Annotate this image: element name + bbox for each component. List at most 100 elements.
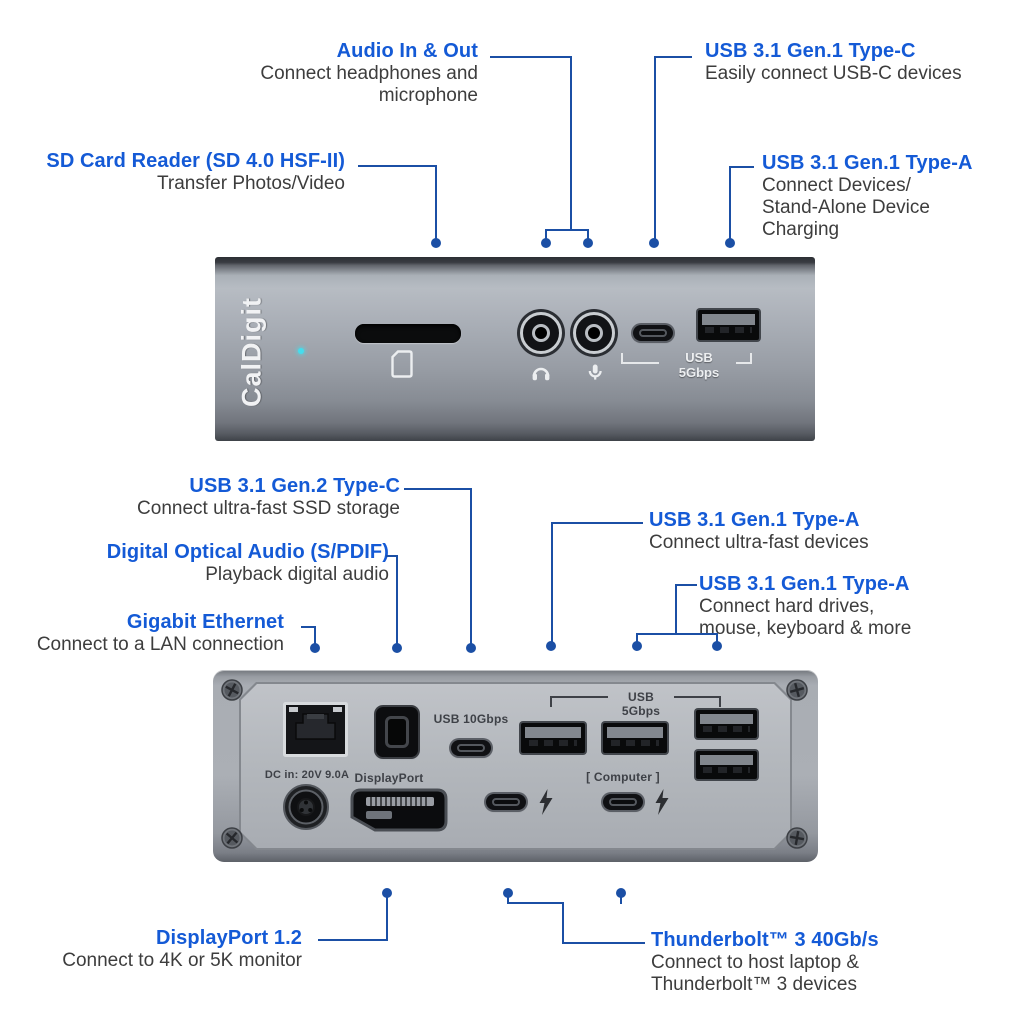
leader-dot: [392, 643, 402, 653]
label-bracket: [550, 696, 552, 707]
usb-a-port-back-1: [521, 723, 585, 753]
leader-dot: [712, 641, 722, 651]
callout-desc: Connect hard drives, mouse, keyboard & m…: [699, 596, 912, 639]
label-bracket: [719, 696, 721, 707]
callout-usb31-gen2-typec: USB 3.1 Gen.2 Type-C Connect ultra-fast …: [50, 475, 400, 520]
leader-line: [545, 229, 547, 240]
leader-dot: [725, 238, 735, 248]
usb-a-tab: [524, 726, 582, 739]
callout-audio-in-out: Audio In & Out Connect headphones and mi…: [178, 40, 478, 107]
callout-title: SD Card Reader (SD 4.0 HSF-II): [46, 150, 345, 172]
label-bracket: [736, 362, 752, 364]
label-bracket: [674, 696, 721, 698]
callout-title: DisplayPort 1.2: [155, 927, 302, 949]
leader-dot: [632, 641, 642, 651]
callout-title: Thunderbolt™ 3 40Gb/s: [651, 929, 879, 951]
callout-usb31-gen1-typec-front: USB 3.1 Gen.1 Type-C Easily connect USB-…: [705, 40, 1015, 85]
leader-line: [562, 902, 564, 944]
leader-line: [386, 555, 398, 557]
label-bracket: [550, 696, 608, 698]
leader-dot: [583, 238, 593, 248]
callout-displayport-12: DisplayPort 1.2 Connect to 4K or 5K moni…: [2, 927, 302, 972]
usb-a-tab: [606, 726, 664, 739]
callout-usb31-gen1-typea-back-2: USB 3.1 Gen.1 Type-A Connect hard drives…: [699, 573, 1009, 640]
leader-line: [435, 165, 437, 240]
callout-desc: Connect Devices/ Stand-Alone Device Char…: [762, 175, 930, 240]
leader-dot: [431, 238, 441, 248]
headphone-icon: [532, 367, 550, 381]
callout-desc: Connect ultra-fast SSD storage: [137, 498, 400, 519]
dc-in-label: DC in: 20V 9.0A: [264, 769, 350, 781]
leader-line: [358, 165, 437, 167]
callout-title: USB 3.1 Gen.1 Type-A: [699, 573, 910, 595]
leader-line: [545, 229, 589, 231]
callout-desc: Connect to 4K or 5K monitor: [62, 950, 302, 971]
usb-a-port-back-4: [696, 751, 757, 779]
thunderbolt-port-2: [603, 794, 643, 810]
computer-label: [ Computer ]: [586, 770, 660, 784]
callout-usb31-gen1-typea-back-1: USB 3.1 Gen.1 Type-A Connect ultra-fast …: [649, 509, 959, 554]
microphone-icon: [588, 364, 602, 380]
leader-dot: [616, 888, 626, 898]
displayport-port: [350, 788, 448, 832]
usb-5gbps-label-front: USB 5Gbps: [678, 350, 720, 380]
leader-line: [470, 488, 472, 645]
screw-icon: [786, 827, 808, 849]
headphone-jack-port: [520, 312, 562, 354]
ethernet-port: [283, 702, 348, 757]
callout-desc: Playback digital audio: [205, 564, 389, 585]
leader-dot: [649, 238, 659, 248]
callout-title: USB 3.1 Gen.2 Type-C: [189, 475, 400, 497]
callout-title: Digital Optical Audio (S/PDIF): [106, 541, 389, 563]
leader-line: [562, 942, 645, 944]
power-led: [298, 348, 304, 354]
leader-line: [386, 897, 388, 941]
usb-a-port-back-3: [696, 710, 757, 738]
screw-icon: [786, 679, 808, 701]
leader-line: [490, 56, 570, 58]
callout-sd-card-reader: SD Card Reader (SD 4.0 HSF-II) Transfer …: [5, 150, 345, 195]
callout-desc: Connect headphones and microphone: [260, 63, 478, 106]
leader-line: [301, 626, 316, 628]
callout-title: Gigabit Ethernet: [126, 611, 284, 633]
callout-desc: Connect ultra-fast devices: [649, 532, 869, 553]
leader-dot: [382, 888, 392, 898]
back-dock-image: USB 10Gbps USB 5Gbps DC in: 20V 9.0A: [213, 670, 818, 862]
leader-line: [654, 56, 656, 240]
screw-icon: [221, 827, 243, 849]
usb-c-gen2-port: [451, 740, 491, 756]
leader-line: [404, 488, 472, 490]
usb-a-port-back-2: [603, 723, 667, 753]
leader-dot: [310, 643, 320, 653]
callout-desc: Easily connect USB-C devices: [705, 63, 962, 84]
usb-10gbps-label: USB 10Gbps: [433, 712, 509, 726]
dc-power-port: [283, 784, 329, 830]
callout-usb31-gen1-typea-front: USB 3.1 Gen.1 Type-A Connect Devices/ St…: [762, 152, 1012, 241]
leader-line: [729, 166, 754, 168]
lightning-icon: [655, 789, 669, 815]
callout-thunderbolt-3: Thunderbolt™ 3 40Gb/s Connect to host la…: [651, 929, 991, 996]
usb-a-port-front: [698, 310, 759, 340]
microphone-jack-port: [573, 312, 615, 354]
label-bracket: [621, 353, 623, 364]
leader-line: [729, 166, 731, 240]
label-bracket: [750, 353, 752, 364]
leader-line: [507, 902, 564, 904]
leader-dot: [541, 238, 551, 248]
callout-title: USB 3.1 Gen.1 Type-A: [649, 509, 860, 531]
leader-line: [716, 633, 718, 643]
callout-desc: Transfer Photos/Video: [157, 173, 345, 194]
leader-line: [636, 633, 638, 643]
leader-line: [636, 633, 718, 635]
leader-dot: [466, 643, 476, 653]
leader-line: [570, 56, 572, 231]
usb-c-port-front: [633, 325, 673, 341]
callout-digital-optical-audio: Digital Optical Audio (S/PDIF) Playback …: [9, 541, 389, 586]
usb-a-tab: [699, 713, 754, 725]
optical-audio-port: [376, 707, 418, 757]
callout-gigabit-ethernet: Gigabit Ethernet Connect to a LAN connec…: [4, 611, 284, 656]
leader-line: [314, 626, 316, 645]
usb-a-tab: [699, 754, 754, 766]
lightning-icon: [539, 789, 553, 815]
